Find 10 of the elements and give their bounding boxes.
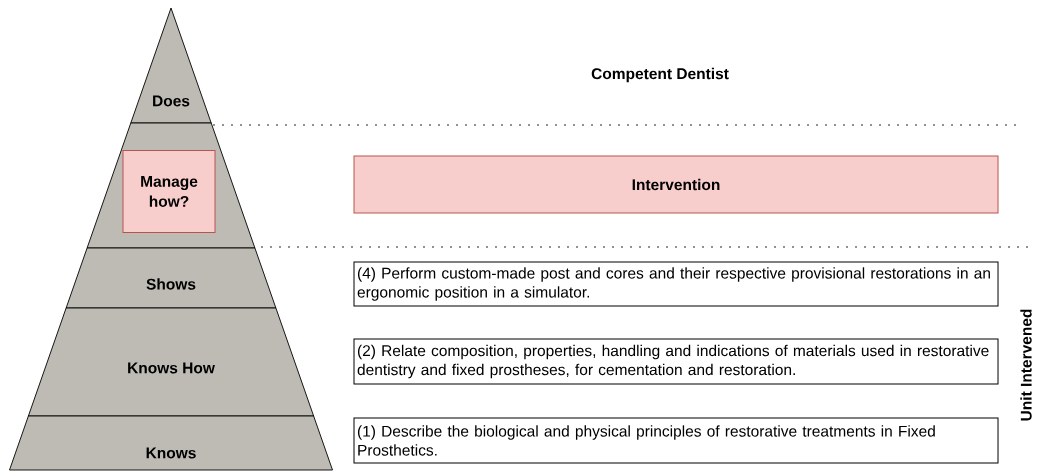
pyramid-level: Does xyxy=(130,7,212,124)
pyramid-level: Shows xyxy=(65,247,277,309)
highlight-box: Manage how? xyxy=(122,150,216,233)
heading-label: Unit Intervened xyxy=(1020,309,1032,421)
text-box: (2) Relate composition, properties, handling and indications of materials used in restorative dentistry and fixed prostheses, for cementation and restoration. xyxy=(353,338,999,385)
text-box: (4) Perform custom-made post and cores and their respective provisional restorations in an ergonomic position in a simulator. xyxy=(353,261,999,307)
pyramid-level: Knows xyxy=(9,415,333,471)
text-box: (1) Describe the biological and physical principles of restorative treatments in Fixed Prosthetics. xyxy=(353,417,999,464)
highlight-box: Intervention xyxy=(353,155,999,214)
heading-label: Competent Dentist xyxy=(591,67,729,83)
